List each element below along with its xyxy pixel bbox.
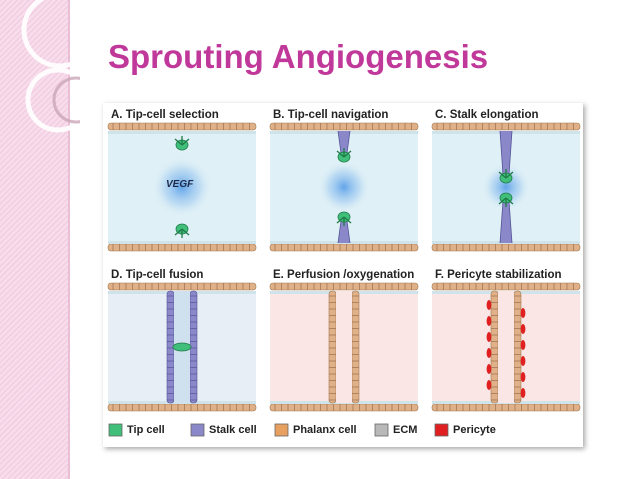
panel-f-pericyte <box>486 380 492 390</box>
legend-swatch-4 <box>434 423 449 437</box>
panel-c-tip-cell-top <box>498 169 514 184</box>
panel-b-vegf-gradient-area <box>318 161 370 213</box>
panel-label-b: B. Tip-cell navigation <box>273 109 389 121</box>
panel-a-vegf-gradient-area <box>152 157 212 217</box>
panel-e-bottom-wall <box>269 403 419 412</box>
panel-c-top-wall <box>431 122 581 131</box>
panel-a-top-wall-band <box>107 122 257 131</box>
panel-c-bottom-wall <box>431 243 581 252</box>
panel-d-top-wall-band <box>107 282 257 291</box>
panel-c-tip-cell-top-filopodium <box>505 171 514 179</box>
panel-f-pericyte <box>520 308 526 318</box>
panel-f-pericyte <box>520 372 526 382</box>
panel-f-top-wall-band <box>431 282 581 291</box>
panel-b-tip-cell-bottom-filopodium <box>336 216 345 224</box>
panel-label-c: C. Stalk elongation <box>435 109 539 121</box>
panel-f-pericyte <box>520 388 526 398</box>
panel-f-pericyte <box>486 300 492 310</box>
legend-swatch-1 <box>190 423 205 437</box>
panel-d-top-wall <box>107 282 257 291</box>
panel-b-tip-cell-top-filopodium <box>343 150 352 158</box>
legend-stalk-cell-label: Stalk cell <box>209 424 257 436</box>
figure-canvas <box>107 122 581 437</box>
panel-f-pericyte <box>486 332 492 342</box>
panel-e-right-phalanx-column-band <box>351 290 360 404</box>
panel-c-tip-cell-bottom-filopodium <box>498 197 507 205</box>
panel-c-tip-cell-bottom <box>498 192 514 207</box>
panel-c-bottom-wall-band <box>431 243 581 252</box>
panel-b-top-wall <box>269 122 419 131</box>
panel-label-f: F. Pericyte stabilization <box>435 269 562 281</box>
panel-f-right-phalanx-column <box>513 290 522 404</box>
vegf-label: VEGF <box>166 179 194 190</box>
slide-title: Sprouting Angiogenesis <box>108 38 489 75</box>
slide-decoration <box>0 0 80 479</box>
legend-swatch-2 <box>274 423 289 437</box>
panel-f-bottom-wall <box>431 403 581 412</box>
panel-f-perfused-lumen <box>498 291 514 403</box>
panel-e-top-wall <box>269 282 419 291</box>
panel-c-tip-cell-top-filopodium <box>498 171 507 179</box>
panel-f-bottom-wall-band <box>431 403 581 412</box>
panel-b-bottom-wall-band <box>269 243 419 252</box>
panel-b-bottom-wall <box>269 243 419 252</box>
legend-swatch-3 <box>374 423 389 437</box>
panel-e-left-phalanx-column <box>328 290 337 404</box>
panel-f-pericyte <box>486 364 492 374</box>
panel-f-pericyte <box>486 348 492 358</box>
panel-d-left-stalk-column <box>166 290 175 404</box>
panel-f-left-phalanx-column <box>490 290 499 404</box>
panel-e-right-phalanx-column <box>351 290 360 404</box>
panel-e-left-phalanx-column-band <box>328 290 337 404</box>
panel-f-pericyte <box>486 316 492 326</box>
panel-label-a: A. Tip-cell selection <box>111 109 219 121</box>
panel-d-fused-tip-cell <box>172 342 192 352</box>
panel-e-bottom-wall-band <box>269 403 419 412</box>
panel-f-pericyte <box>520 324 526 334</box>
panel-c-top-wall-band <box>431 122 581 131</box>
panel-a-top-ecm <box>108 131 256 134</box>
panel-a-tip-cell-top <box>174 136 190 151</box>
panel-f-pericyte <box>520 340 526 350</box>
panel-d-bottom-wall-band <box>107 403 257 412</box>
legend-ecm-label: ECM <box>393 424 418 436</box>
panel-a-tip-cell-bottom-filopodium <box>181 228 190 236</box>
panel-b-tip-cell-top-filopodium <box>336 150 345 158</box>
panel-c-vegf-gradient-area <box>482 163 530 211</box>
panel-b-top-wall-band <box>269 122 419 131</box>
panel-a-tip-cell-top-filopodium <box>181 138 190 146</box>
panel-a-tip-cell-bottom-filopodium <box>174 228 183 236</box>
panel-f-top-wall <box>431 282 581 291</box>
panel-label-d: D. Tip-cell fusion <box>111 269 204 281</box>
panel-e-top-wall-band <box>269 282 419 291</box>
panel-a-top-wall <box>107 122 257 131</box>
panel-a-tip-cell-top-filopodium <box>174 138 183 146</box>
legend-pericyte-label: Pericyte <box>453 424 496 436</box>
panel-e-perfused-lumen <box>336 291 352 403</box>
panel-a-tip-cell-bottom <box>174 223 190 238</box>
panel-c-tip-cell-bottom-filopodium <box>505 197 514 205</box>
panel-a-bottom-wall-band <box>107 243 257 252</box>
legend-phalanx-cell-label: Phalanx cell <box>293 424 357 436</box>
panel-label-e: E. Perfusion /oxygenation <box>273 269 415 281</box>
panel-f-right-phalanx-column-band <box>513 290 522 404</box>
panel-d-bottom-wall <box>107 403 257 412</box>
panel-b-tip-cell-bottom <box>336 211 352 226</box>
angiogenesis-figure: A. Tip-cell selection B. Tip-cell naviga… <box>103 103 583 447</box>
panel-d-right-stalk-column <box>189 290 198 404</box>
panel-b-tip-cell-top <box>336 148 352 163</box>
panel-a-bottom-wall <box>107 243 257 252</box>
panel-f-left-phalanx-column-band <box>490 290 499 404</box>
legend-tip-cell-label: Tip cell <box>127 424 165 436</box>
panel-b-tip-cell-bottom-filopodium <box>343 216 352 224</box>
panel-a-bottom-ecm <box>108 241 256 244</box>
legend-swatch-0 <box>108 423 123 437</box>
panel-f-pericyte <box>520 356 526 366</box>
